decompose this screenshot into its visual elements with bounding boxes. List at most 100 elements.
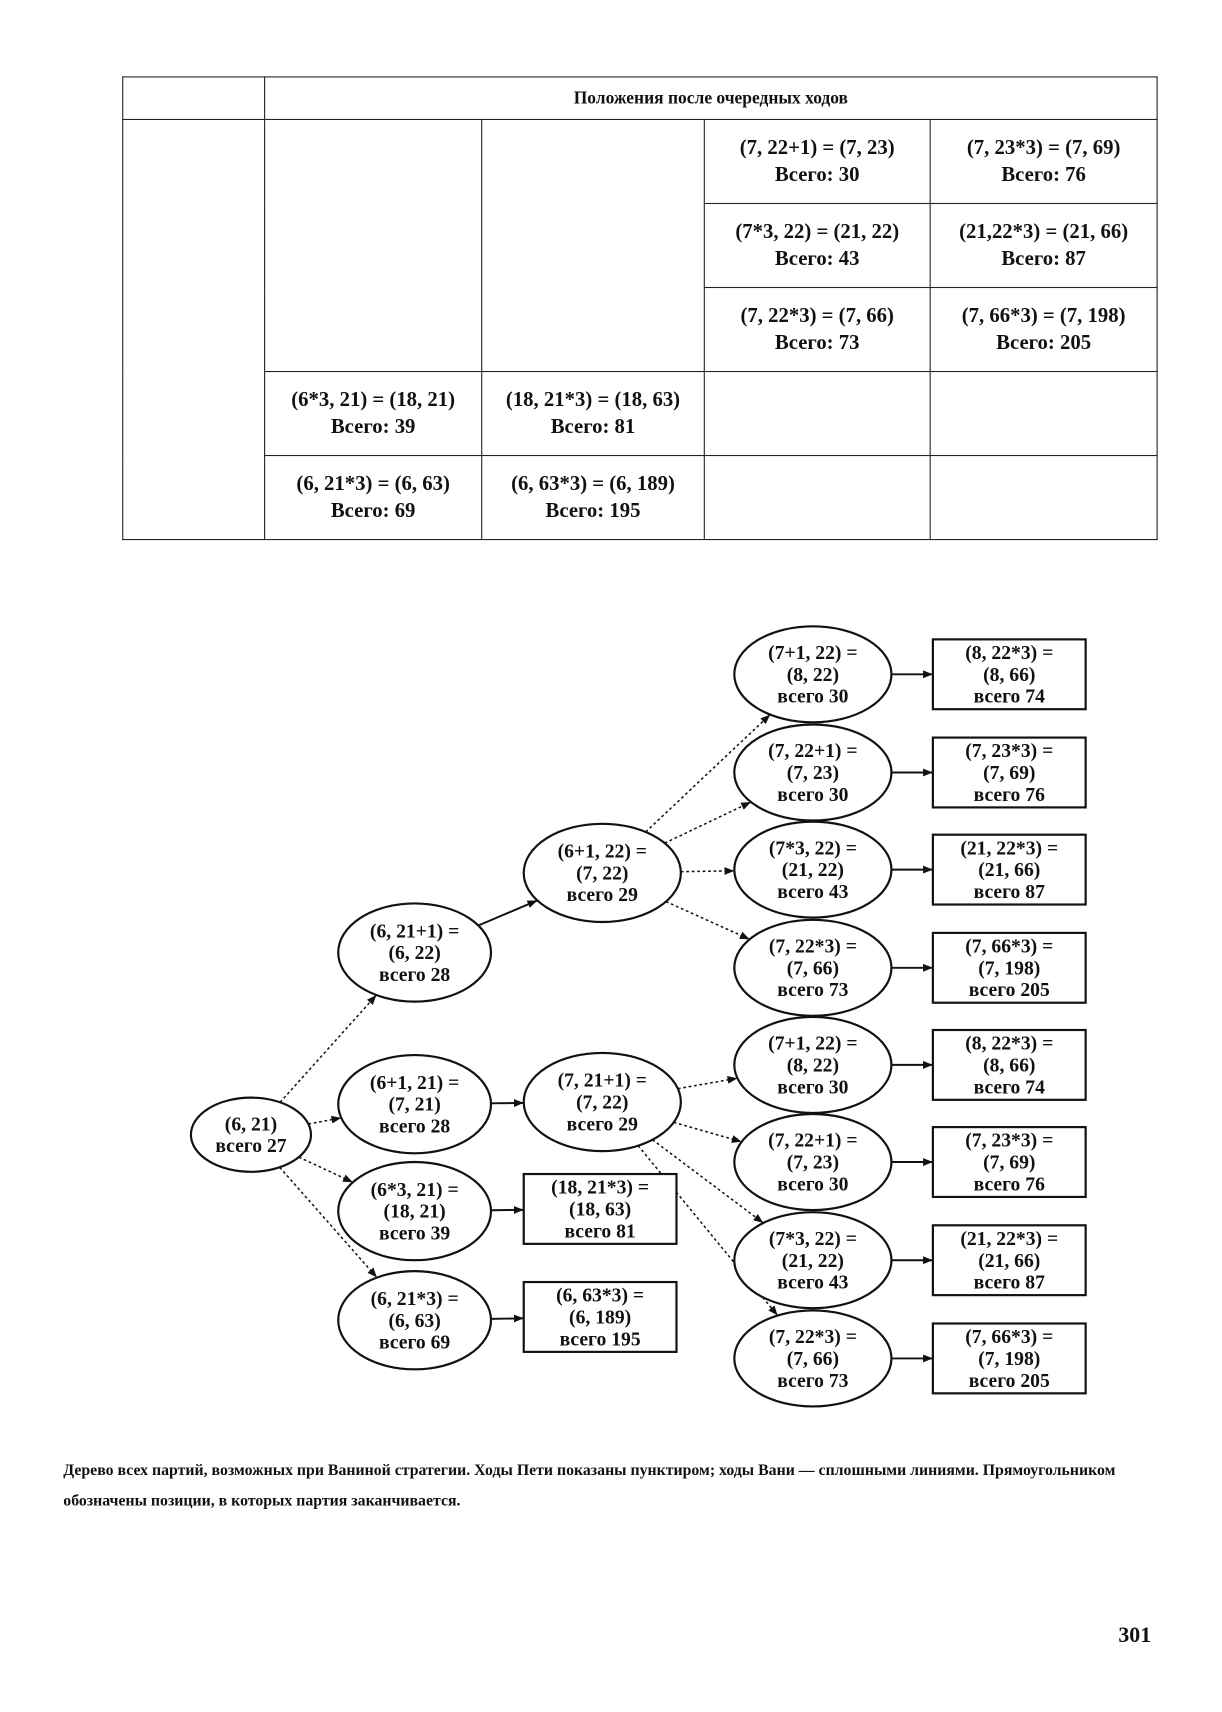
table-cell: [929, 370, 1158, 457]
node-label: (6, 63): [388, 1311, 440, 1332]
table-cell: (6, 21*3) = (6, 63)Всего: 69: [264, 454, 483, 541]
node-label: (7, 22): [576, 863, 628, 884]
dashed-move-arrow: [652, 1139, 764, 1224]
table-cell: (6*3, 21) = (18, 21)Всего: 39: [264, 370, 483, 457]
table-cell: (18, 21*3) = (18, 63) Всего: 81: [481, 370, 705, 457]
node-ellipse: [522, 1051, 682, 1153]
node-ellipse: [189, 1096, 313, 1173]
node-label: (7*3, 22) =: [769, 838, 857, 859]
node-label: всего 195: [560, 1329, 641, 1350]
position-node: (7, 22*3) =(7, 66)всего 73: [733, 918, 893, 1017]
node-label: всего 69: [379, 1333, 450, 1354]
node-ellipse: [337, 1160, 493, 1262]
node-label: (21, 66): [978, 860, 1040, 881]
node-label: всего 73: [777, 1371, 848, 1392]
position-node: (7+1, 22) =(8, 22)всего 30: [733, 625, 893, 724]
node-ellipse: [522, 822, 682, 924]
position-node: (6+1, 22) =(7, 22)всего 29: [522, 822, 682, 924]
dashed-move-arrow: [664, 801, 752, 844]
cell-total: Всего: 81: [550, 415, 636, 439]
dashed-move-arrow: [673, 1121, 742, 1143]
cell-move: (7, 23*3) = (7, 69): [966, 136, 1121, 160]
node-label: (7, 22+1) =: [768, 741, 857, 762]
node-label: (7, 22*3) =: [769, 937, 857, 958]
node-label: всего 29: [567, 1114, 638, 1135]
node-label: (18, 63): [569, 1199, 631, 1220]
node-label: всего 76: [974, 1174, 1045, 1195]
node-box: [931, 736, 1087, 809]
node-label: всего 87: [974, 882, 1045, 903]
terminal-position-box: (7, 66*3) =(7, 198)всего 205: [931, 931, 1087, 1004]
node-label: (7, 69): [983, 1153, 1035, 1174]
node-label: (21, 66): [978, 1251, 1040, 1272]
node-label: (7*3, 22) =: [769, 1229, 857, 1250]
solid-move-arrow: [490, 1314, 524, 1323]
node-box: [522, 1172, 678, 1245]
node-label: (18, 21*3) =: [551, 1178, 649, 1199]
node-label: (7+1, 22) =: [768, 1034, 857, 1055]
node-label: (6, 21+1) =: [370, 921, 459, 942]
node-ellipse: [733, 1309, 893, 1408]
node-ellipse: [733, 820, 893, 919]
node-label: (6, 21): [225, 1114, 277, 1135]
cell-move: (18, 21*3) = (18, 63): [505, 388, 681, 412]
node-label: всего 205: [969, 1371, 1050, 1392]
node-label: всего 76: [974, 785, 1045, 806]
dashed-move-arrow: [680, 867, 735, 875]
node-label: (6, 189): [569, 1308, 631, 1329]
node-label: (7, 21+1) =: [558, 1071, 647, 1092]
cell-move: (7, 22*3) = (7, 66): [740, 304, 894, 328]
dashed-move-arrow: [308, 1115, 342, 1125]
node-label: всего 87: [974, 1273, 1045, 1294]
node-box: [522, 1280, 678, 1353]
page-number: 301: [1118, 1623, 1152, 1648]
node-label: всего 30: [777, 687, 848, 708]
node-label: (7, 198): [978, 1349, 1040, 1370]
cell-move: (7*3, 22) = (21, 22): [735, 220, 900, 244]
node-ellipse: [733, 625, 893, 724]
node-label: (7, 22+1) =: [768, 1131, 857, 1152]
terminal-position-box: (7, 66*3) =(7, 198)всего 205: [931, 1322, 1087, 1395]
dashed-move-arrow: [637, 1145, 779, 1316]
node-box: [931, 638, 1087, 711]
node-label: (8, 22): [787, 1055, 839, 1076]
node-label: (8, 22*3) =: [965, 1034, 1053, 1055]
cell-move: (7, 66*3) = (7, 198): [961, 304, 1126, 328]
node-label: (18, 21): [384, 1202, 446, 1223]
terminal-position-box: (21, 22*3) =(21, 66)всего 87: [931, 1224, 1087, 1297]
position-node: (6+1, 21) =(7, 21)всего 28: [337, 1054, 493, 1155]
node-label: (7, 69): [983, 763, 1035, 784]
node-label: всего 73: [777, 980, 848, 1001]
node-label: (21, 22*3) =: [960, 838, 1058, 859]
node-label: всего 28: [379, 1117, 450, 1138]
dashed-move-arrow: [645, 714, 771, 833]
node-box: [931, 833, 1087, 906]
node-label: (7, 66*3) =: [965, 1327, 1053, 1348]
solid-move-arrow: [477, 899, 538, 927]
node-box: [931, 1126, 1087, 1199]
position-node: (6, 21)всего 27: [189, 1096, 313, 1173]
node-label: (21, 22*3) =: [960, 1229, 1058, 1250]
cell-move: (7, 22+1) = (7, 23): [739, 136, 895, 160]
node-label: (7+1, 22) =: [768, 643, 857, 664]
position-node: (7, 22*3) =(7, 66)всего 73: [733, 1309, 893, 1408]
dashed-move-arrow: [279, 1166, 378, 1279]
dashed-move-arrow: [298, 1156, 354, 1183]
table-cell: [929, 454, 1158, 541]
position-node: (6, 21+1) =(6, 22)всего 28: [337, 902, 493, 1003]
cell-total: Всего: 76: [1001, 163, 1086, 187]
cell-total: Всего: 30: [774, 163, 860, 187]
dashed-move-arrow: [677, 1076, 738, 1090]
table-header: Положения после очередных ходов: [264, 76, 1158, 121]
node-ellipse: [337, 902, 493, 1003]
table-cell: [703, 370, 931, 457]
cell-total: Всего: 39: [330, 415, 416, 439]
node-label: (6, 21*3) =: [371, 1289, 459, 1310]
node-label: всего 30: [777, 1174, 848, 1195]
node-label: всего 27: [215, 1136, 286, 1157]
node-label: всего 30: [777, 1077, 848, 1098]
node-label: всего 81: [564, 1221, 635, 1242]
terminal-position-box: (18, 21*3) =(18, 63)всего 81: [522, 1172, 678, 1245]
cell-total: Всего: 69: [330, 499, 416, 523]
